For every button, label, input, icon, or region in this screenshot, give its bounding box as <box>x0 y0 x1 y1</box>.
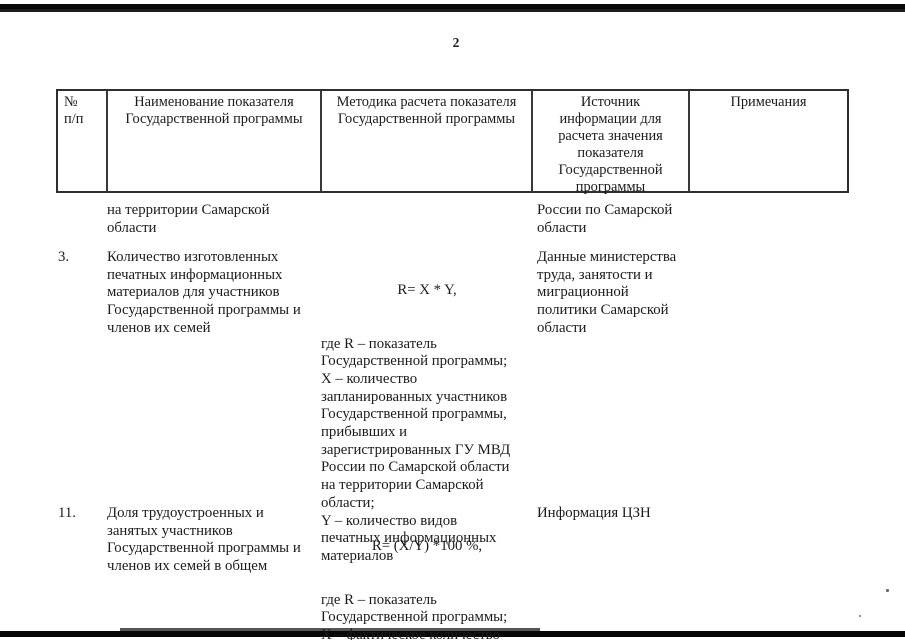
row-3-name-cell: Количество изготовленных печатных информ… <box>107 249 301 336</box>
scan-speck <box>886 589 889 592</box>
row-continuation-name-cell: на территории Самарской области <box>107 202 270 236</box>
scan-artifact-bottom-bar <box>0 631 905 637</box>
header-col-number: № п/п <box>64 94 84 127</box>
row-11-name-cell: Доля трудоустроенных и занятых участнико… <box>107 505 301 575</box>
table-header-row: № п/п Наименование показателя Государств… <box>56 89 849 195</box>
scan-speck <box>859 615 861 617</box>
scan-artifact-bottom-bar-shadow <box>120 628 540 631</box>
row-continuation-source-cell: России по Самарской области <box>537 202 673 236</box>
row-3-method-lines: где R – показатель Государственной прогр… <box>321 335 511 564</box>
row-11-source-cell: Информация ЦЗН <box>537 505 651 521</box>
row-11-formula: R= (X/Y) *100 %, <box>371 538 483 555</box>
scan-artifact-top-bar <box>0 4 905 11</box>
row-3-formula: R= X * Y, <box>397 282 457 299</box>
header-col-notes: Примечания <box>688 91 847 191</box>
row-11-method-cell: R= (X/Y) *100 %, где R – показатель Госу… <box>321 503 533 640</box>
header-col-indicator-name: Наименование показателя Государственной … <box>106 91 320 191</box>
row-3-number-cell: 3. <box>58 249 70 265</box>
row-11-method-lines: где R – показатель Государственной прогр… <box>321 591 508 640</box>
scan-artifact-top-bar-shadow <box>0 9 905 12</box>
row-3-method-cell: R= X * Y, где R – показатель Государстве… <box>321 247 533 601</box>
row-3-source-cell: Данные министерства труда, занятости и м… <box>537 249 677 336</box>
page-number: 2 <box>452 35 460 50</box>
header-col-information-source: Источник информации для расчета значения… <box>531 91 688 195</box>
row-11-number-cell: 11. <box>58 505 76 521</box>
header-col-calculation-method: Методика расчета показателя Государствен… <box>320 91 531 191</box>
